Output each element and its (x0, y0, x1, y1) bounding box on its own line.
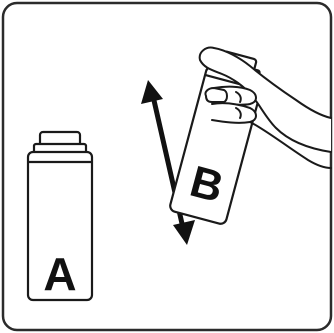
can-a-label: A (43, 248, 76, 300)
hand-fingertip (205, 88, 227, 102)
